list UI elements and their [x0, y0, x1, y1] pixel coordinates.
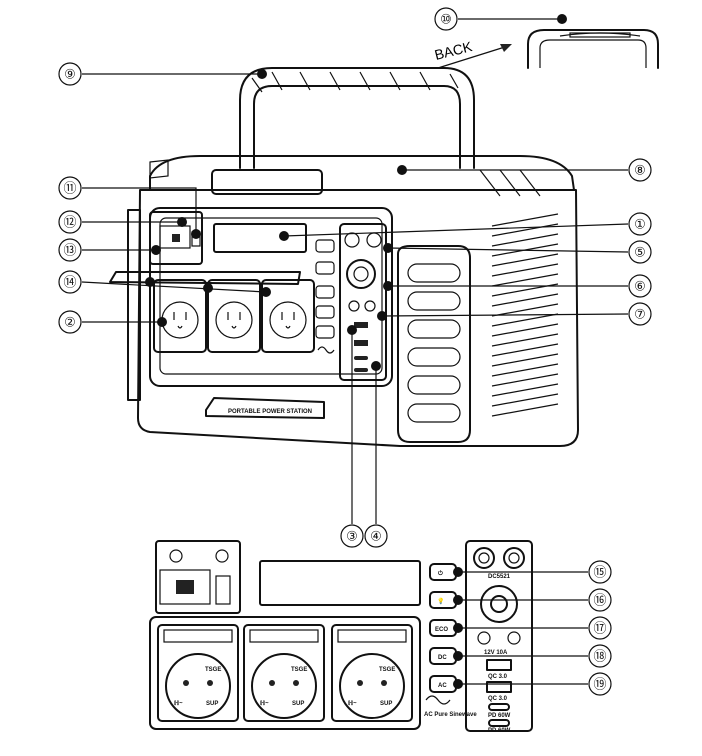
ac-outlets: [153, 279, 315, 353]
front-panel-detail: TSGE ℍ~ SUP TSGE ℍ~ SUP TSGE ℍ~ SUP: [149, 540, 533, 734]
outlet-detail-1: TSGE ℍ~ SUP: [157, 624, 239, 722]
svg-text:DC: DC: [438, 655, 447, 661]
svg-text:⑦: ⑦: [634, 307, 646, 322]
panel-buttons: ⏻ 💡 ECO DC AC AC Pure Sinewave: [424, 563, 477, 718]
callout-3: [340, 524, 364, 548]
svg-text:TSGE: TSGE: [291, 667, 307, 673]
callout-18: [588, 644, 612, 668]
svg-text:SUP: SUP: [380, 701, 392, 707]
svg-text:⑮: ⑮: [593, 565, 606, 580]
svg-text:QC 3.0: QC 3.0: [488, 674, 508, 680]
svg-text:12V 10A: 12V 10A: [484, 650, 508, 656]
svg-text:⑱: ⑱: [593, 649, 606, 664]
svg-text:④: ④: [370, 529, 382, 544]
handle-back-detail: [527, 29, 659, 69]
callouts: ⑩ ⑨ ⑧ ⑪ ⑫ ⑬ ⑭ ②: [58, 7, 652, 696]
carry-handle: [239, 67, 475, 169]
svg-text:PD 60W: PD 60W: [488, 713, 511, 719]
callout-6: [628, 274, 652, 298]
svg-text:⑲: ⑲: [593, 677, 606, 692]
svg-text:③: ③: [346, 529, 358, 544]
callout-5: [628, 240, 652, 264]
ac-inlet: [149, 211, 203, 265]
callout-17: [588, 616, 612, 640]
svg-text:SUP: SUP: [206, 701, 218, 707]
callout-11: [58, 176, 82, 200]
port-column: [339, 223, 387, 381]
callout-2: [58, 310, 82, 334]
button-strip: [315, 239, 335, 354]
svg-text:ℍ~: ℍ~: [260, 700, 269, 707]
outlet-cover: [109, 271, 301, 285]
svg-text:⑰: ⑰: [593, 621, 606, 636]
svg-text:QC 3.0: QC 3.0: [488, 696, 508, 702]
power-station-unit: PORTABLE POWER STATION: [109, 67, 579, 447]
panel-port-column: DC5521 12V 10A QC 3.0 QC 3.0 PD 60W PD 6…: [465, 540, 533, 734]
svg-text:AC Pure Sinewave: AC Pure Sinewave: [424, 712, 477, 718]
callout-4: [364, 524, 388, 548]
outlet-detail-3: TSGE ℍ~ SUP: [331, 624, 413, 722]
svg-text:TSGE: TSGE: [379, 667, 395, 673]
callout-16: [588, 588, 612, 612]
callout-1: [628, 212, 652, 236]
side-vents: [397, 213, 559, 443]
callout-15: [588, 560, 612, 584]
svg-text:⏻: ⏻: [438, 570, 443, 577]
svg-text:PD 60W: PD 60W: [488, 728, 511, 734]
svg-text:ℍ~: ℍ~: [348, 700, 357, 707]
callout-13: [58, 238, 82, 262]
svg-text:ECO: ECO: [435, 627, 448, 633]
svg-text:TSGE: TSGE: [205, 667, 221, 673]
svg-text:⑤: ⑤: [634, 245, 646, 260]
svg-text:⑩: ⑩: [440, 12, 452, 27]
front-banner: PORTABLE POWER STATION: [228, 409, 312, 415]
svg-text:⑭: ⑭: [63, 275, 76, 290]
svg-text:⑬: ⑬: [63, 243, 76, 258]
svg-text:⑥: ⑥: [634, 279, 646, 294]
svg-text:⑪: ⑪: [63, 181, 76, 196]
callout-7: [628, 302, 652, 326]
svg-text:⑯: ⑯: [593, 593, 606, 608]
svg-text:DC5521: DC5521: [488, 574, 511, 580]
svg-text:💡: 💡: [437, 597, 444, 605]
svg-text:①: ①: [634, 217, 646, 232]
svg-text:⑫: ⑫: [63, 215, 76, 230]
callout-8: [628, 158, 652, 182]
callout-19: [588, 672, 612, 696]
svg-text:⑧: ⑧: [634, 163, 646, 178]
callout-12: [58, 210, 82, 234]
back-label: BACK: [433, 38, 475, 63]
svg-text:AC: AC: [438, 683, 447, 689]
callout-10: [434, 7, 458, 31]
callout-9: [58, 62, 82, 86]
outlet-detail-2: TSGE ℍ~ SUP: [243, 624, 325, 722]
callout-14: [58, 270, 82, 294]
svg-text:⑨: ⑨: [64, 67, 76, 82]
back-arrow: BACK: [433, 38, 512, 69]
svg-text:②: ②: [64, 315, 76, 330]
svg-text:SUP: SUP: [292, 701, 304, 707]
svg-text:ℍ~: ℍ~: [174, 700, 183, 707]
